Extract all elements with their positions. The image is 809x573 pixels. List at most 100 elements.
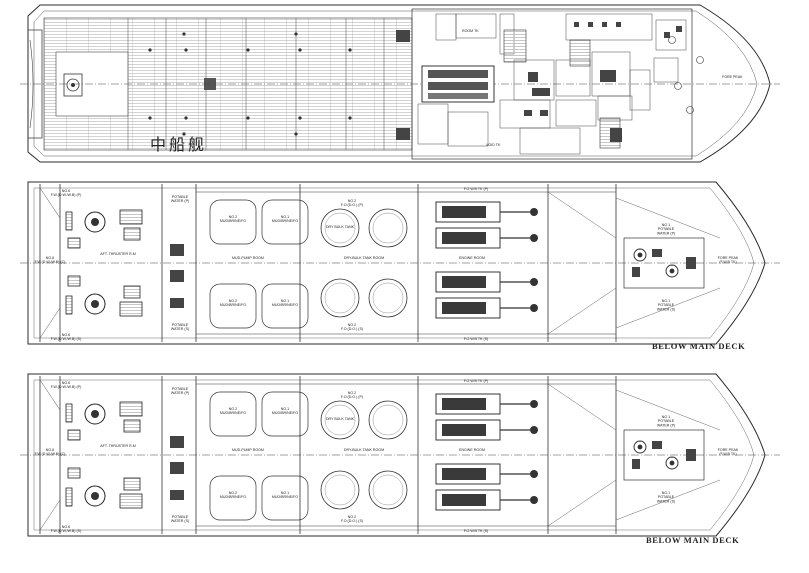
furniture-item — [600, 70, 616, 82]
thruster-equipment — [67, 275, 81, 287]
deck-fitting — [184, 48, 188, 52]
label-aft-thruster-room: AFT. THRUSTER R.M — [100, 252, 135, 256]
mud-brine-tank — [209, 475, 257, 521]
accommodation-room — [447, 111, 489, 147]
main-engine-block — [442, 276, 486, 288]
furniture-item — [602, 22, 607, 27]
mud-brine-tank — [209, 199, 257, 245]
main-deck-fore-peak-label: FORE PEAK — [722, 75, 743, 79]
gearbox — [530, 470, 538, 478]
thruster-equipment — [67, 467, 81, 479]
dry-bulk-tank-inner — [372, 474, 404, 506]
bow-equipment — [686, 449, 696, 461]
furniture-item — [528, 72, 538, 82]
dry-bulk-tank-inner — [372, 212, 404, 244]
thruster-equipment — [65, 211, 73, 231]
main-deck-void-label: VOID TK — [486, 143, 501, 147]
thruster-equipment — [65, 403, 73, 423]
main-deck-room-label: ROOM TK — [462, 29, 479, 33]
dry-bulk-tank-inner — [324, 282, 356, 314]
deck-bollard — [674, 82, 682, 90]
label-dry-bulk-room: DRY-BULK TANK ROOM — [344, 256, 384, 260]
thruster-equipment — [67, 429, 81, 441]
thruster-equipment — [119, 301, 143, 317]
dry-bulk-tank — [320, 278, 360, 318]
furniture-item — [616, 22, 621, 27]
thruster-equipment — [119, 493, 143, 509]
dry-bulk-tank-inner — [324, 474, 356, 506]
fore-diagonal — [615, 389, 721, 431]
bow-thruster-hub — [669, 460, 675, 466]
deck-fitting — [246, 48, 250, 52]
below-main-deck-caption-1: BELOW MAIN DECK — [652, 341, 745, 351]
pump-unit — [170, 270, 184, 282]
deck-fitting — [348, 116, 352, 120]
main-deck-view: FORE PEAK ROOM TK VOID TK 中船舰 — [20, 4, 780, 163]
fore-diagonal — [547, 383, 617, 431]
pump-unit — [170, 436, 184, 448]
main-engine-block — [442, 494, 486, 506]
bow-thruster-hub — [637, 444, 643, 450]
mud-brine-tank — [261, 475, 309, 521]
fore-diagonal — [615, 197, 721, 239]
dry-bulk-tank — [320, 400, 360, 440]
thruster-equipment — [65, 295, 73, 315]
mud-brine-tank — [209, 391, 257, 437]
pump-unit — [170, 490, 184, 500]
deck-fitting — [298, 48, 302, 52]
gearbox — [530, 234, 538, 242]
fore-diagonal — [547, 191, 617, 239]
dry-bulk-tank-inner — [324, 404, 356, 436]
accommodation-room — [565, 13, 653, 41]
thruster-equipment — [67, 237, 81, 249]
thruster-equipment — [123, 285, 141, 299]
thruster-equipment — [123, 227, 141, 241]
dry-bulk-tank-inner — [372, 404, 404, 436]
main-engine-block — [442, 468, 486, 480]
furniture-item — [396, 128, 410, 140]
bow-equipment — [632, 459, 640, 469]
thruster-equipment — [119, 209, 143, 225]
furniture-item — [676, 26, 682, 32]
deck-fitting — [184, 116, 188, 120]
dry-bulk-tank-inner — [324, 212, 356, 244]
deck-fitting — [148, 116, 152, 120]
deck-bollard — [696, 56, 704, 64]
towing-winch — [63, 73, 83, 97]
furniture-item — [610, 128, 622, 142]
label-fw-tank-starboard: F.O.W.B TK (S) — [464, 529, 489, 533]
main-engine-block — [442, 424, 486, 436]
mud-brine-tank — [261, 391, 309, 437]
label-mud-pump-room: MUD-PUMP ROOM — [232, 448, 264, 452]
pump-unit — [170, 462, 184, 474]
accommodation-room — [597, 95, 633, 121]
deck-bollard — [668, 36, 676, 44]
main-engine-block — [442, 302, 486, 314]
label-fore-peak: FORE PEAK(F.W.B TK) — [718, 448, 739, 456]
thruster-equipment — [123, 477, 141, 491]
gearbox — [530, 278, 538, 286]
stairway — [503, 29, 621, 149]
bow-equipment — [652, 249, 662, 257]
bow-thruster-room — [623, 429, 705, 481]
accommodation-room — [653, 57, 679, 83]
label-engine-room: ENGINE ROOM — [459, 448, 485, 452]
deck-fitting — [348, 48, 352, 52]
accommodation-room — [417, 103, 449, 145]
mud-brine-tank — [261, 283, 309, 329]
